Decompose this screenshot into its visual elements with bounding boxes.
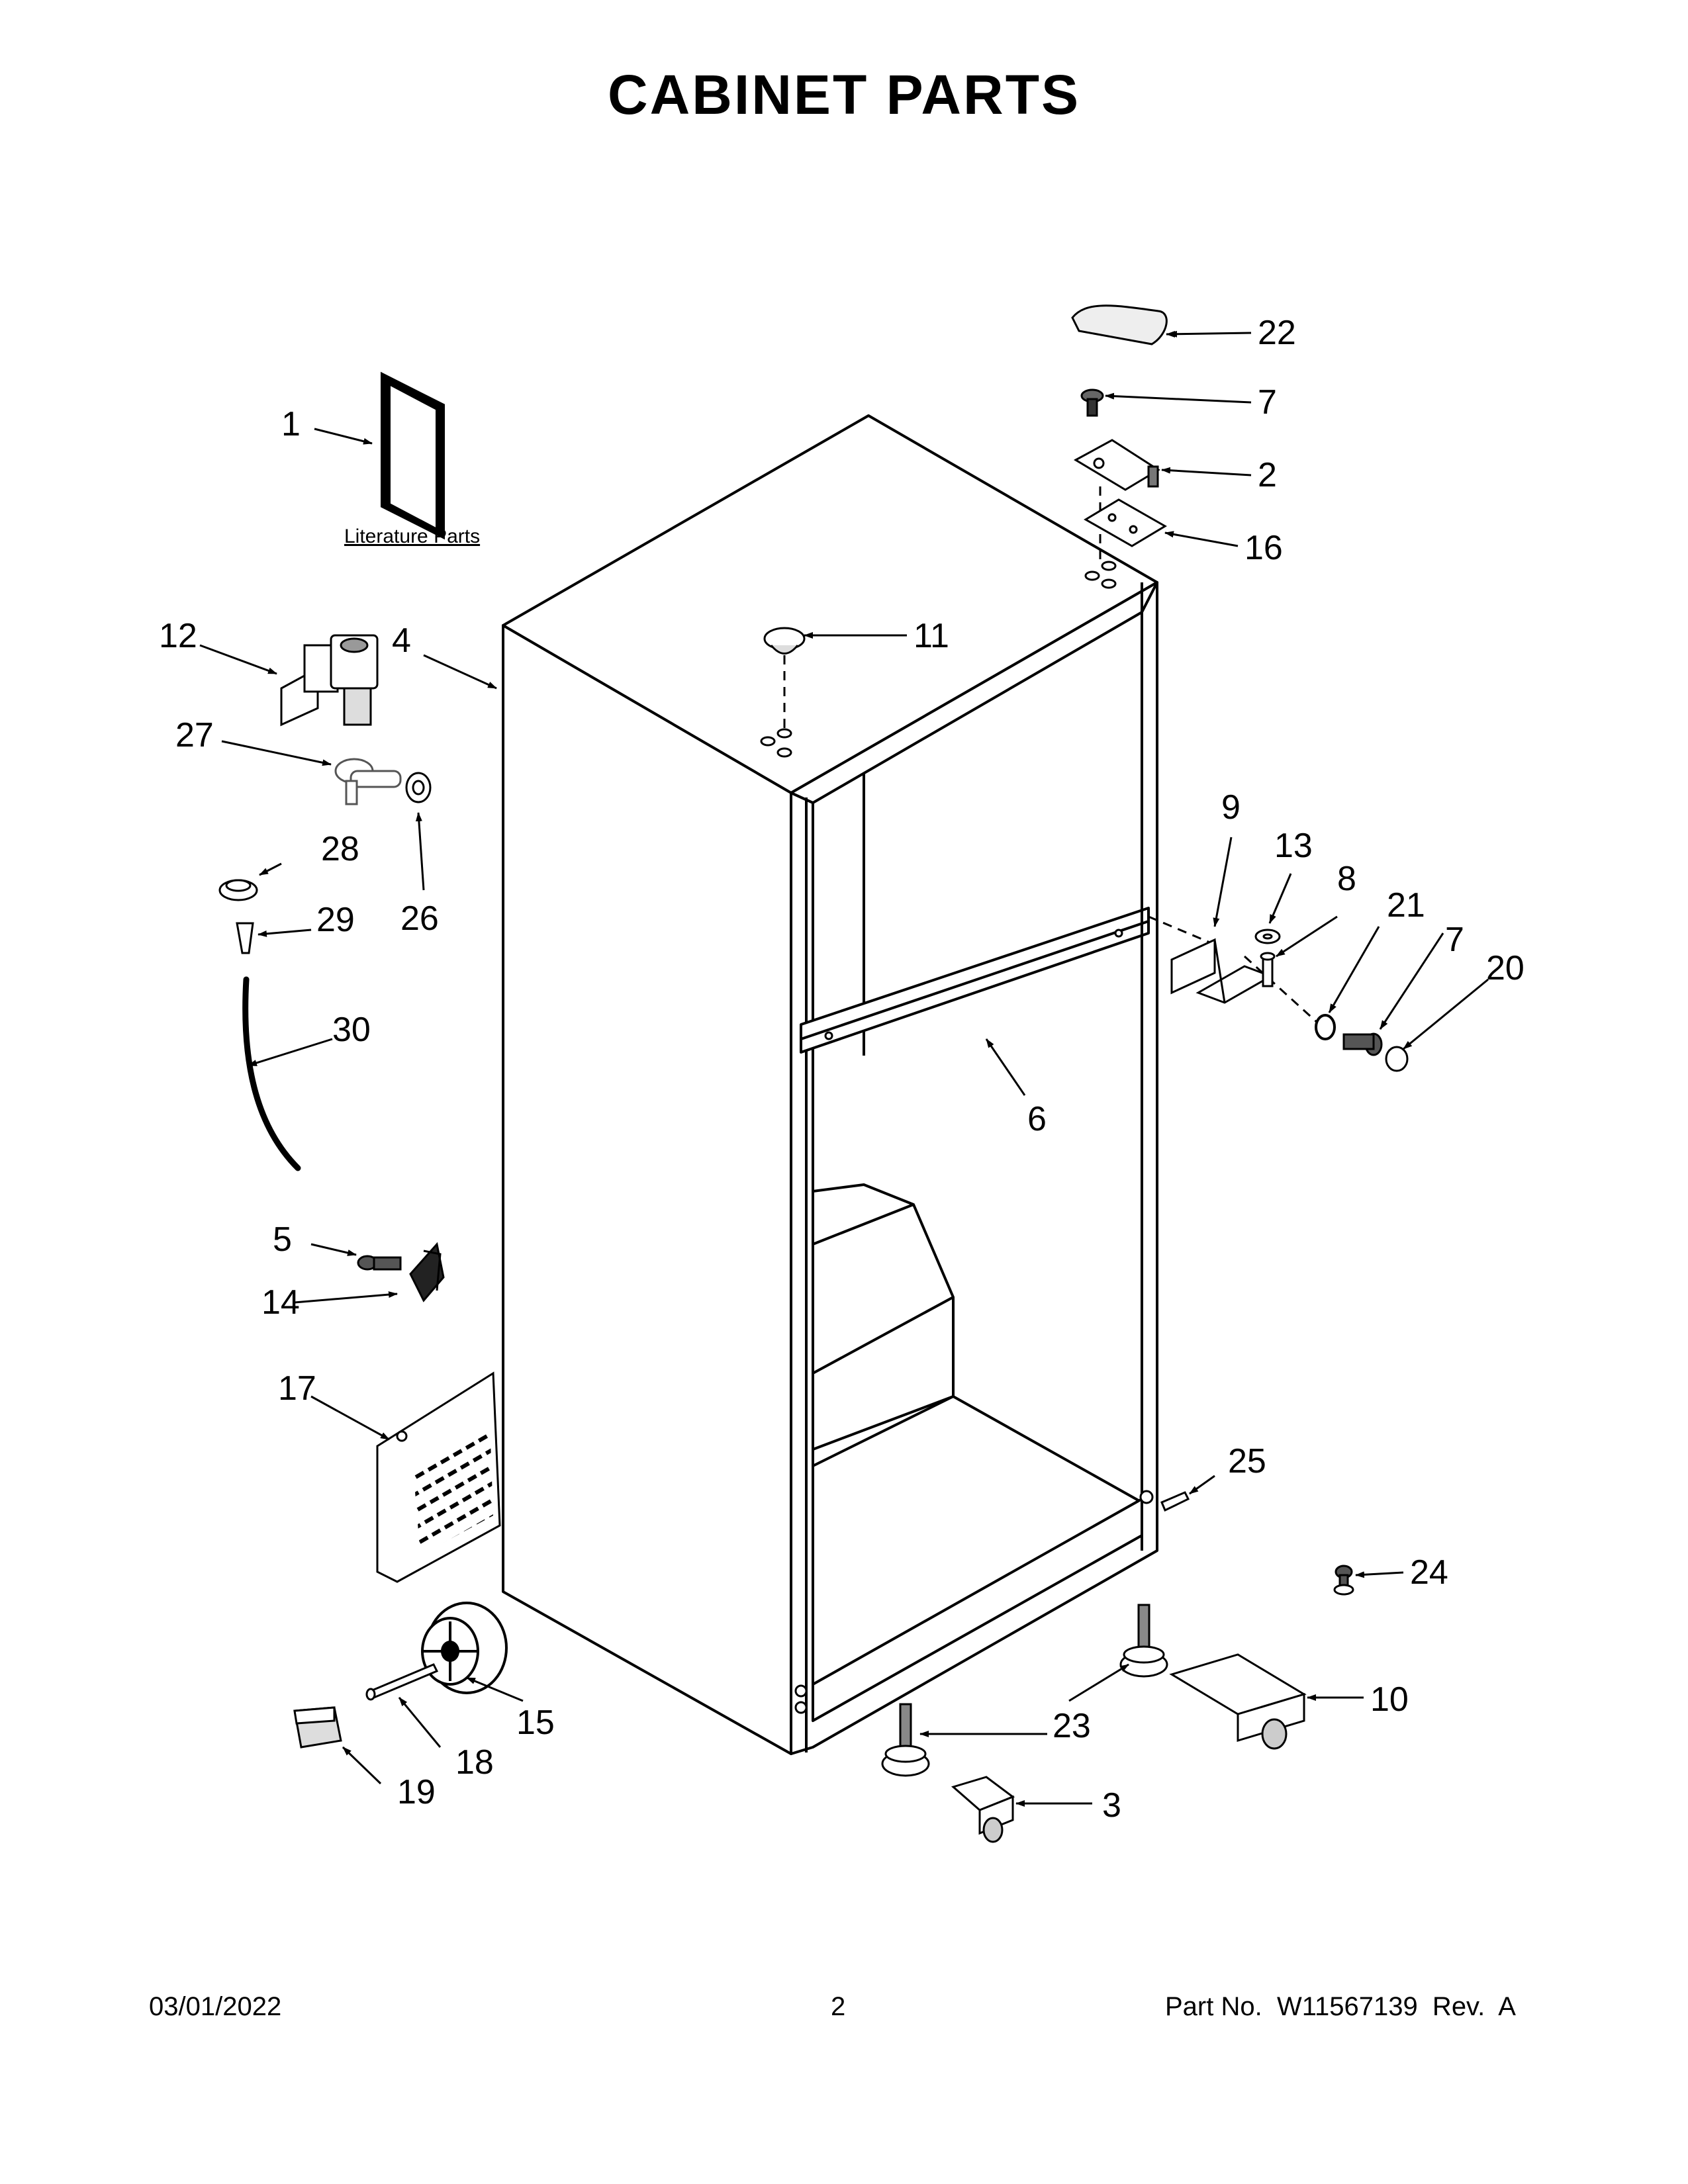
roller-cap <box>293 1706 342 1749</box>
callout-7-top: 7 <box>1258 383 1277 422</box>
callout-24: 24 <box>1410 1553 1448 1592</box>
callout-28: 28 <box>321 830 359 868</box>
callout-11: 11 <box>914 617 949 655</box>
callout-17: 17 <box>278 1369 316 1408</box>
callout-27: 27 <box>175 716 214 754</box>
callout-18: 18 <box>455 1743 494 1782</box>
callout-8: 8 <box>1337 860 1356 898</box>
callout-30: 30 <box>332 1011 371 1049</box>
tube-insert <box>236 922 254 954</box>
callout-13: 13 <box>1274 827 1313 865</box>
callout-1: 1 <box>281 405 301 443</box>
front-roller-assembly <box>1169 1653 1307 1750</box>
callout-19: 19 <box>397 1773 436 1811</box>
callout-7-center: 7 <box>1445 921 1464 959</box>
callout-2: 2 <box>1258 456 1277 494</box>
hole-plug <box>763 627 806 655</box>
callout-22: 22 <box>1258 314 1296 352</box>
cabinet-holes <box>760 561 1154 1714</box>
callout-26: 26 <box>400 899 439 938</box>
hinge-screw-top <box>1080 388 1104 417</box>
rear-roller-wheel <box>421 1602 508 1694</box>
leveling-leg-left <box>881 1703 930 1777</box>
water-valve <box>280 634 379 727</box>
callout-5: 5 <box>273 1220 292 1259</box>
callout-4: 4 <box>392 621 411 660</box>
hinge-cover <box>1071 304 1168 345</box>
literature-booklet <box>381 371 445 540</box>
leveling-screw <box>1333 1565 1354 1596</box>
door-stop <box>1160 1491 1190 1512</box>
page-title: CABINET PARTS <box>607 64 1081 126</box>
footer-date: 03/01/2022 <box>149 1992 282 2021</box>
hinge-spacer <box>1315 1014 1336 1040</box>
callout-25: 25 <box>1228 1442 1266 1480</box>
hinge-shim <box>1084 498 1167 547</box>
callout-labels: 1 Literature Parts 22 7 2 16 11 12 4 27 … <box>159 314 1524 1825</box>
hinge-screw-center <box>1342 1032 1383 1056</box>
callout-10: 10 <box>1370 1680 1409 1719</box>
leveling-leg-right <box>1119 1604 1168 1678</box>
hinge-washer <box>1254 929 1281 944</box>
footer-page-number: 2 <box>831 1992 846 2021</box>
leader-arrows <box>199 330 1489 1807</box>
rear-access-cover <box>376 1371 501 1583</box>
screw-and-clip <box>357 1242 445 1302</box>
tube-clip <box>218 879 258 901</box>
cabinet-body <box>502 414 1158 1755</box>
footer-part-number: Part No. W11567139 Rev. A <box>1165 1992 1516 2021</box>
inlet-fitting <box>334 758 402 805</box>
water-tube <box>242 976 301 1171</box>
small-roller <box>951 1776 1015 1843</box>
callout-21: 21 <box>1387 886 1425 925</box>
inlet-ring <box>405 772 432 803</box>
callout-3: 3 <box>1102 1786 1121 1825</box>
callout-14: 14 <box>261 1283 300 1322</box>
callout-16: 16 <box>1244 529 1283 567</box>
top-hinge <box>1073 439 1160 491</box>
callout-15: 15 <box>516 1704 555 1742</box>
hinge-pin <box>1260 952 1276 987</box>
hinge-cap <box>1385 1046 1409 1072</box>
callout-23: 23 <box>1053 1707 1091 1745</box>
callout-20: 20 <box>1486 949 1524 987</box>
callout-9: 9 <box>1221 788 1241 827</box>
roller-axle <box>365 1663 439 1701</box>
callout-12: 12 <box>159 617 197 655</box>
callout-6: 6 <box>1027 1100 1047 1138</box>
center-hinge-bracket <box>1170 938 1274 1004</box>
literature-parts-label: Literature Parts <box>344 525 480 547</box>
callout-29: 29 <box>316 901 355 939</box>
